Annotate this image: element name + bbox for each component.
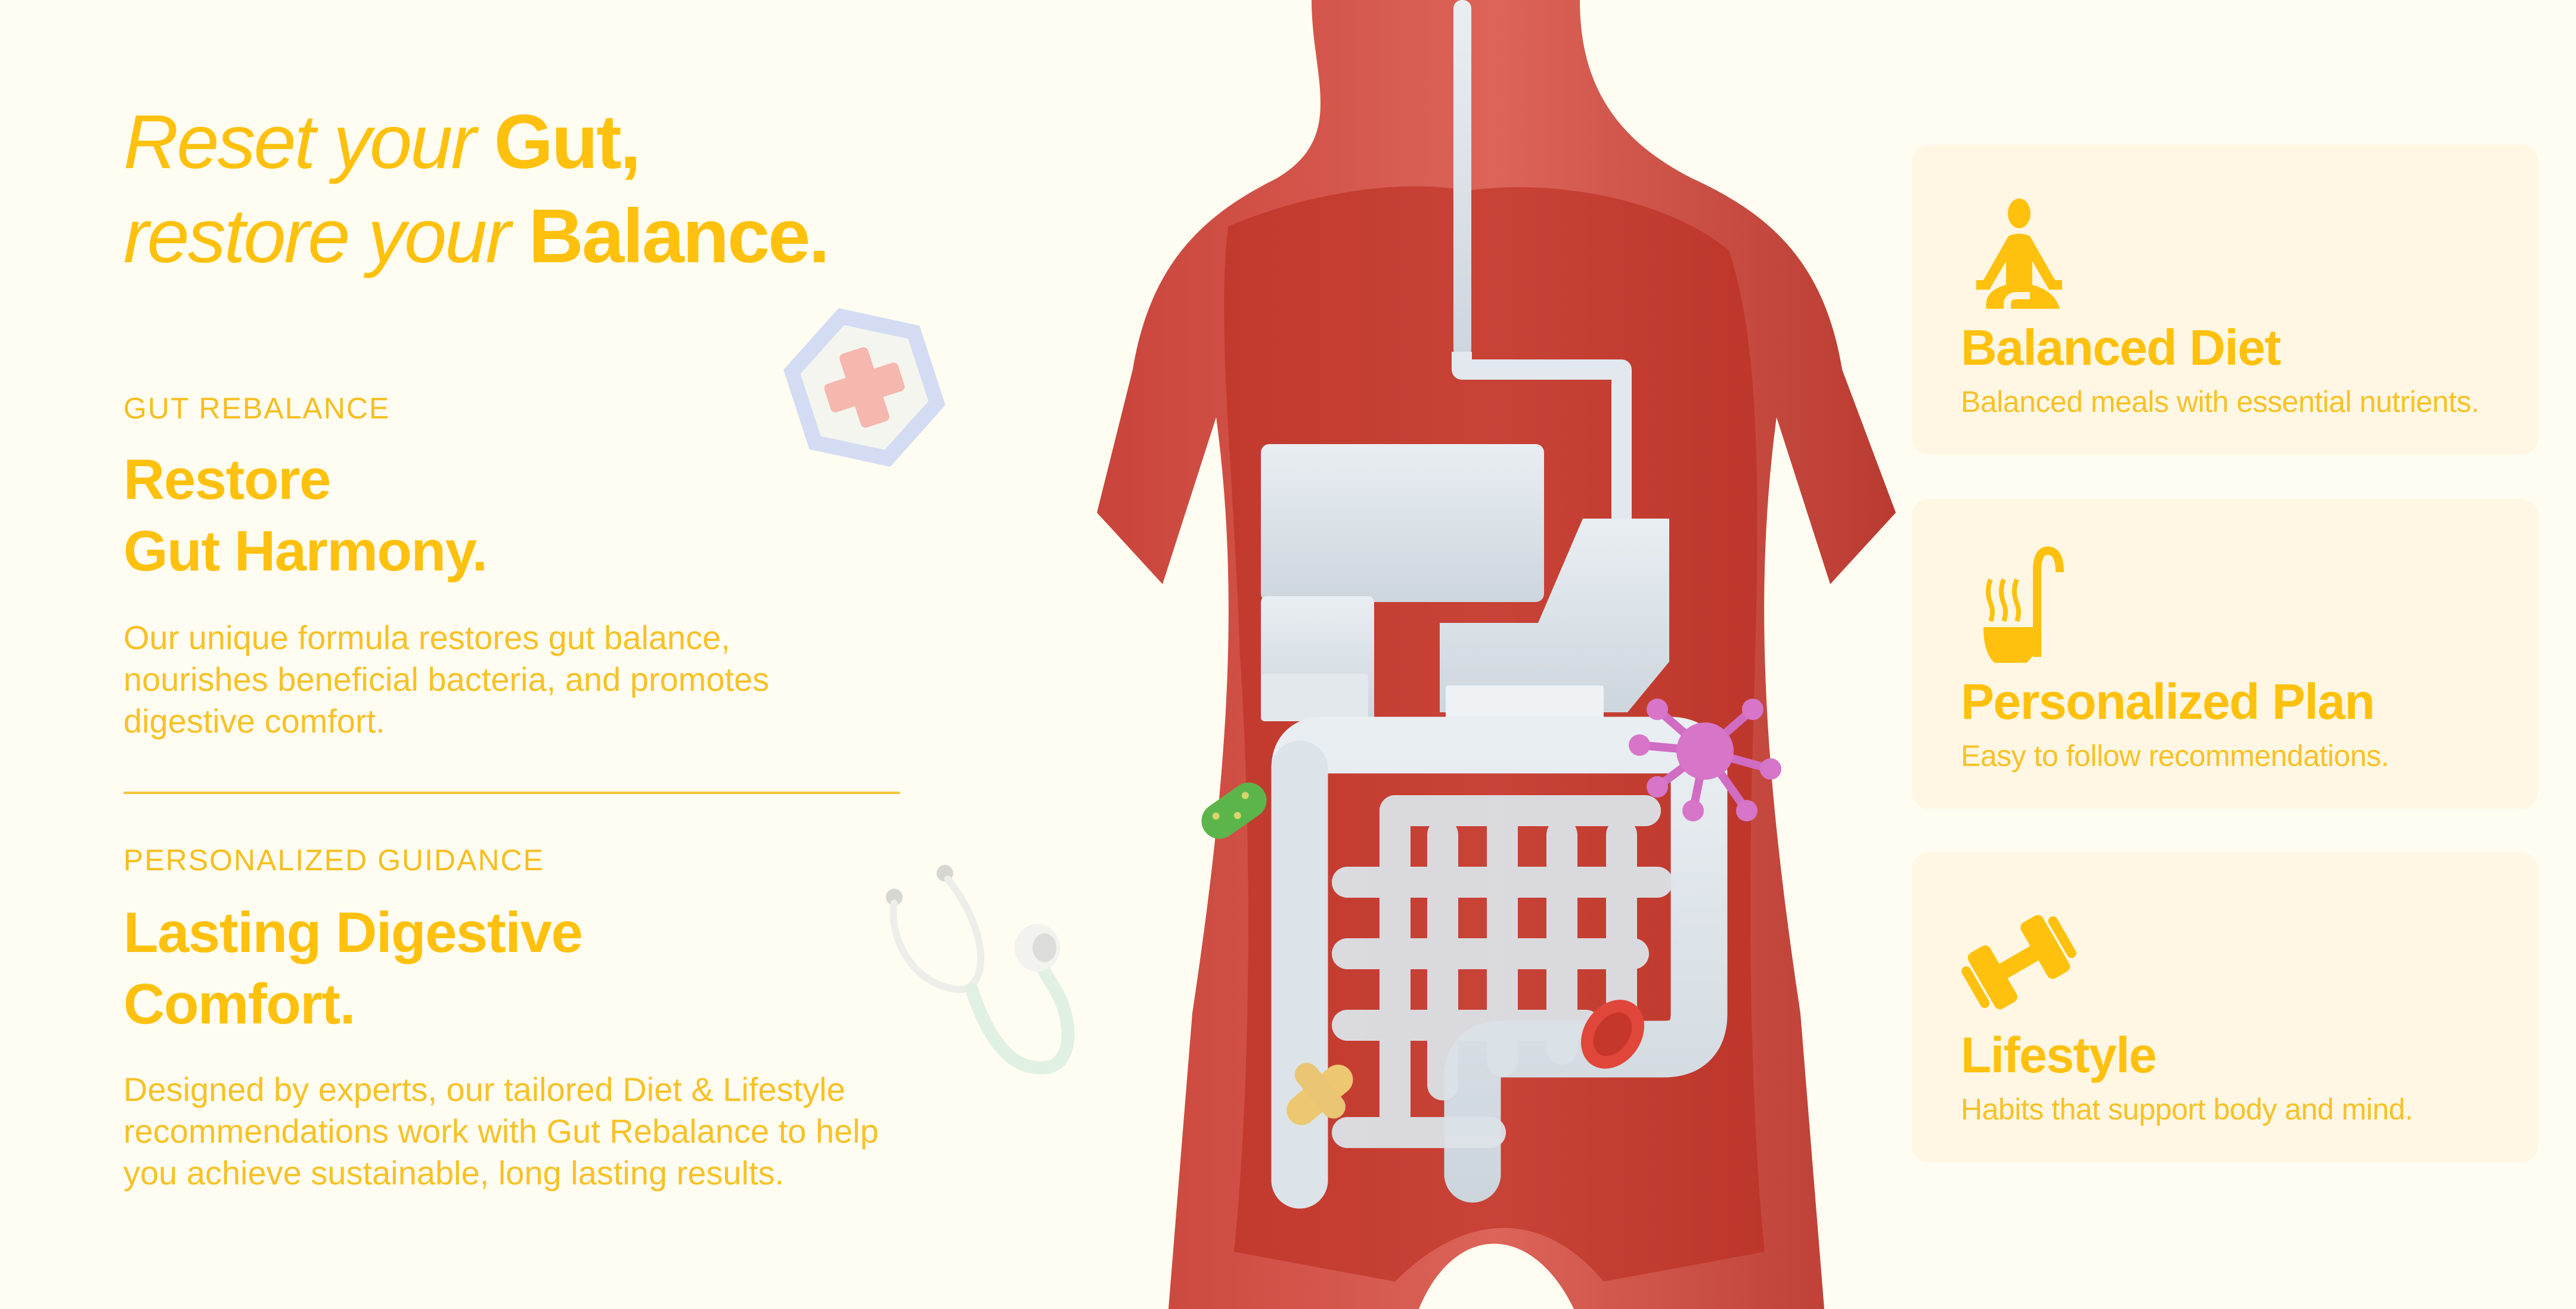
section-title-line1: Lasting Digestive	[123, 901, 583, 964]
meditation-icon	[1960, 190, 2079, 309]
feature-card-lifestyle[interactable]: Lifestyle Habits that support body and m…	[1912, 852, 2538, 1162]
section-eyebrow-personalized-guidance: PERSONALIZED GUIDANCE	[123, 843, 545, 877]
digestive-system-illustration	[978, 0, 1967, 1309]
ladle-soup-icon	[1960, 544, 2079, 663]
card-description: Balanced meals with essential nutrients.	[1961, 385, 2479, 418]
section-title-restore: Restore Gut Harmony.	[123, 444, 839, 587]
hero-line1-light: Reset your	[123, 100, 494, 185]
section-title-line1: Restore	[123, 448, 331, 511]
card-title: Personalized Plan	[1961, 674, 2375, 730]
hero-line2-bold: Balance.	[528, 194, 830, 279]
card-description: Easy to follow recommendations.	[1961, 739, 2389, 773]
section-body-personalized-guidance: Designed by experts, our tailored Diet &…	[123, 1071, 879, 1192]
section-title-lasting: Lasting Digestive Comfort.	[123, 897, 839, 1040]
section-title-line2: Comfort.	[123, 972, 355, 1036]
hero-line2-light: restore your	[123, 194, 529, 279]
card-title: Lifestyle	[1961, 1027, 2157, 1083]
dumbbell-icon	[1960, 897, 2079, 1016]
section-title-line2: Gut Harmony.	[123, 519, 488, 583]
medical-cross-badge-icon	[775, 292, 954, 483]
section-eyebrow-gut-rebalance: GUT REBALANCE	[123, 392, 390, 425]
hero-line1-bold: Gut,	[494, 100, 641, 185]
card-description: Habits that support body and mind.	[1961, 1093, 2413, 1126]
stethoscope-icon	[858, 846, 1085, 1085]
section-body-gut-rebalance: Our unique formula restores gut balance,…	[123, 619, 770, 740]
section-divider	[123, 792, 900, 794]
feature-card-balanced-diet[interactable]: Balanced Diet Balanced meals with essent…	[1912, 145, 2538, 455]
hero-headline: Reset your Gut, restore your Balance.	[123, 95, 830, 284]
feature-card-personalized-plan[interactable]: Personalized Plan Easy to follow recomme…	[1912, 499, 2538, 809]
card-title: Balanced Diet	[1961, 320, 2281, 376]
